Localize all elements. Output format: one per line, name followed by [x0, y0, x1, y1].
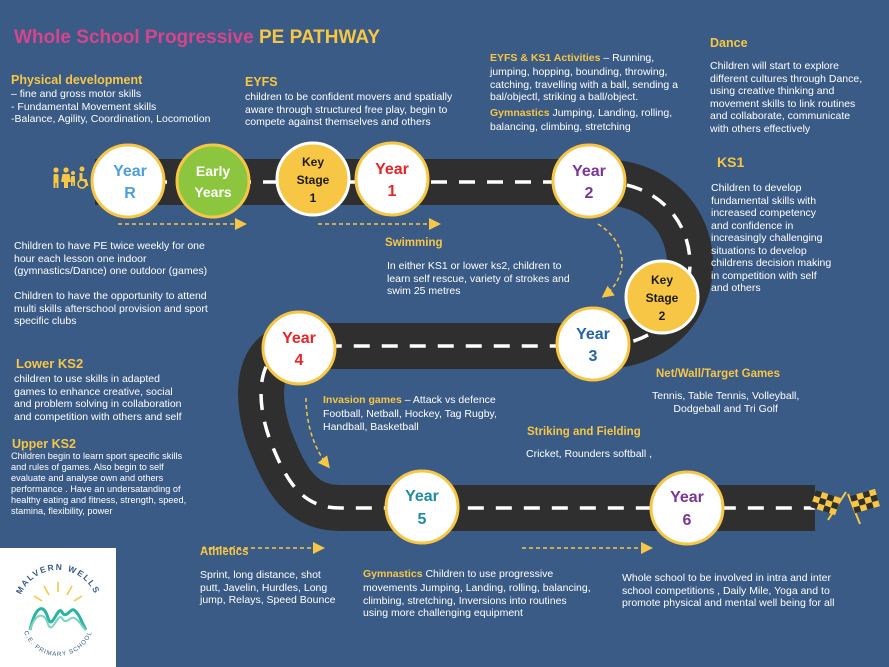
stage-year-2: Year 2: [551, 143, 627, 219]
year-2-line1: Year: [572, 163, 606, 180]
year-5-line2: 5: [418, 511, 427, 528]
accessibility-people-icon: [53, 166, 89, 189]
eyfs-body: children to be confident movers and spat…: [245, 91, 453, 128]
upper-ks2-heading: Upper KS2: [12, 437, 76, 451]
year-r-line2: R: [124, 185, 136, 202]
eyfs-ks1-gym-heading: Gymnastics: [490, 107, 550, 119]
year-3-line1: Year: [576, 326, 610, 343]
year-4-line1: Year: [282, 330, 316, 347]
year-1-line1: Year: [375, 161, 409, 178]
whole-school-body: Whole school to be involved in intra and…: [622, 572, 835, 609]
svg-text:C.E. PRIMARY SCHOOL: C.E. PRIMARY SCHOOL: [22, 630, 94, 658]
swimming-body: In either KS1 or lower ks2, children to …: [387, 260, 570, 297]
lower-ks2-heading: Lower KS2: [16, 356, 84, 371]
gymnastics2-intro: Children to use progressive: [422, 568, 554, 580]
dance-heading: Dance: [710, 36, 748, 50]
gymnastics2-body: movements Jumping, Landing, rolling, bal…: [363, 582, 591, 619]
athletics-heading: Athletics: [200, 546, 249, 558]
striking-heading: Striking and Fielding: [527, 426, 641, 438]
lower-ks2-body: children to use skills in adapted games …: [14, 373, 182, 423]
eyfs-ks1-gymnastics: Gymnastics Jumping, Landing, rolling,: [490, 107, 672, 120]
year-6-line1: Year: [670, 489, 704, 506]
school-logo-graphic: MALVERN WELLS C.E. PRIMARY SCHOOL: [14, 562, 101, 658]
road-surface: [95, 159, 815, 531]
net-wall-body: Tennis, Table Tennis, Volleyball, Dodgeb…: [652, 390, 800, 415]
net-wall-heading: Net/Wall/Target Games: [656, 368, 780, 380]
school-logo: MALVERN WELLS C.E. PRIMARY SCHOOL: [0, 548, 116, 667]
stage-year-3: Year 3: [555, 306, 631, 382]
physical-heading: Physical development: [11, 73, 143, 87]
year-5-line1: Year: [405, 488, 439, 505]
athletics-body: Sprint, long distance, shot putt, Javeli…: [200, 569, 336, 606]
stage-early-years: Early Years: [175, 143, 251, 219]
stage-year-1: Year 1: [354, 141, 430, 217]
eyfs-ks1-intro: – Running,: [600, 52, 655, 64]
gymnastics2: Gymnastics Children to use progressive: [363, 568, 553, 581]
eyfs-ks1-heading: EYFS & KS1 Activities: [490, 52, 601, 64]
striking-body: Cricket, Rounders softball ,: [526, 448, 653, 460]
stage-key-stage-2: Key Stage 2: [624, 259, 700, 335]
key-stage-2-line2: Stage: [646, 291, 679, 305]
eyfs-ks1-activities: EYFS & KS1 Activities – Running,: [490, 52, 654, 65]
stage-year-5: Year 5: [384, 469, 460, 545]
eyfs-heading: EYFS: [245, 75, 278, 89]
stage-year-6: Year 6: [649, 470, 725, 546]
dance-body: Children will start to explore different…: [710, 60, 863, 135]
swimming-heading: Swimming: [385, 237, 443, 249]
road-centre-line: [95, 180, 815, 510]
invasion-games: Invasion games – Attack vs defence: [323, 394, 496, 407]
page-title: Whole School Progressive PE PATHWAY: [14, 27, 380, 49]
key-stage-1-line1: Key: [302, 155, 324, 169]
ks1-heading: KS1: [717, 154, 745, 170]
year-r-line1: Year: [113, 163, 147, 180]
gymnastics2-heading: Gymnastics: [363, 568, 423, 580]
key-stage-1-line3: 1: [310, 191, 317, 205]
invasion-heading: Invasion games: [323, 394, 402, 406]
stage-year-r: Year R: [90, 143, 166, 219]
arrow-invasion: [305, 397, 330, 469]
upper-ks2-body: Children begin to learn sport specific s…: [11, 451, 187, 516]
year-1-line2: 1: [388, 183, 397, 200]
title-part2: PE PATHWAY: [258, 27, 381, 48]
stage-key-stage-1: Key Stage 1: [275, 141, 351, 217]
early-years-line2: Years: [194, 184, 232, 200]
physical-body: – fine and gross motor skills - Fundamen…: [11, 88, 211, 125]
eyfs-ks1-gym-intro: Jumping, Landing, rolling,: [549, 107, 673, 119]
invasion-body: Football, Netball, Hockey, Tag Rugby, Ha…: [323, 408, 497, 433]
year-2-line2: 2: [585, 185, 594, 202]
key-stage-2-line3: 2: [659, 309, 666, 323]
year-4-line2: 4: [295, 352, 304, 369]
arrow-swimming: [597, 223, 623, 298]
year-6-line2: 6: [683, 512, 692, 529]
year-3-line2: 3: [589, 348, 598, 365]
chequered-flags-icon: [810, 488, 880, 525]
invasion-intro: – Attack vs defence: [401, 394, 496, 406]
key-stage-2-line1: Key: [651, 273, 673, 287]
ks1-body: Children to develop fundamental skills w…: [711, 182, 832, 294]
early-years-line1: Early: [196, 163, 230, 179]
pe-twice-body: Children to have PE twice weekly for one…: [14, 240, 208, 327]
key-stage-1-line2: Stage: [297, 173, 330, 187]
logo-hills-icon: [28, 607, 88, 631]
title-part1: Whole School Progressive: [14, 27, 254, 48]
eyfs-ks1-body: jumping, hopping, bounding, throwing, ca…: [490, 66, 678, 103]
logo-sun-icon: [33, 582, 83, 602]
eyfs-ks1-gym-body: balancing, climbing, stretching: [490, 121, 631, 133]
stage-year-4: Year 4: [261, 310, 337, 386]
